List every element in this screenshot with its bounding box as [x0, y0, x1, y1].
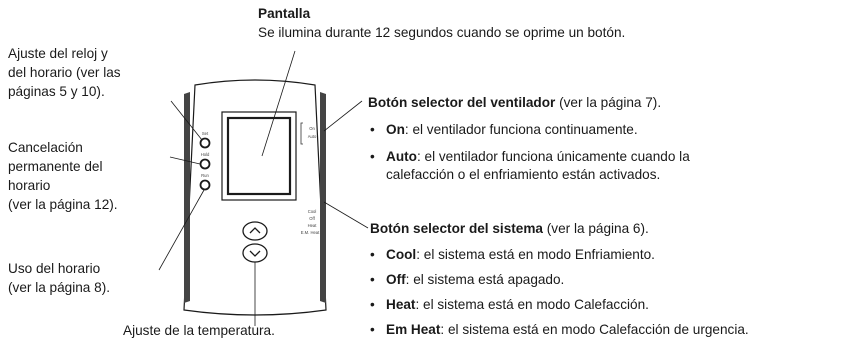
schedule-label-line1: Uso del horario — [8, 261, 101, 276]
fan-option-on-desc: : el ventilador funciona continuamente. — [404, 122, 638, 137]
system-heading: Botón selector del sistema (ver la págin… — [370, 219, 649, 238]
cancel-label-line3: horario — [8, 178, 51, 193]
schedule-label-line2: (ver la página 8). — [8, 280, 111, 295]
screen-display — [226, 116, 292, 196]
sys-heat-label: Heat — [308, 223, 318, 228]
chevron-up-icon — [249, 227, 261, 234]
system-option-cool-desc: : el sistema está en modo Enfriamiento. — [416, 247, 655, 262]
temp-down-button[interactable] — [242, 243, 268, 263]
fan-option-on-name: On — [386, 122, 405, 137]
system-callout-line — [323, 201, 369, 229]
system-option-cool-name: Cool — [386, 247, 417, 262]
cancel-callout-line — [169, 156, 201, 165]
fan-option-auto-continued: calefacción o el enfriamiento están acti… — [386, 167, 661, 182]
fan-on-label: On — [309, 126, 315, 131]
system-option-heat-name: Heat — [386, 297, 416, 312]
set-button[interactable] — [199, 137, 211, 149]
system-option-off-name: Off — [386, 272, 406, 287]
run-button-label: Run — [201, 173, 209, 178]
fan-option-on: On: el ventilador funciona continuamente… — [368, 120, 690, 139]
fan-callout-line — [323, 100, 363, 132]
system-heading-title: Botón selector del sistema — [370, 221, 543, 236]
screen-callout-line — [261, 50, 296, 157]
cancel-label-line4: (ver la página 12). — [8, 197, 118, 212]
cancel-label-line1: Cancelación — [8, 140, 83, 155]
right-side-strip — [320, 92, 326, 303]
fan-option-auto-name: Auto — [386, 149, 417, 164]
fan-heading-title: Botón selector del ventilador — [368, 95, 556, 110]
system-option-emheat-desc: : el sistema está en modo Calefacción de… — [440, 322, 749, 337]
fan-option-auto: Auto: el ventilador funciona únicamente … — [368, 147, 690, 166]
hold-button-label: Hold — [201, 152, 210, 157]
fan-switch-bracket — [300, 122, 303, 145]
clock-label-line3: páginas 5 y 10). — [8, 84, 105, 99]
fan-auto-label: Auto — [308, 134, 317, 139]
system-option-emheat-name: Em Heat — [386, 322, 441, 337]
clock-label-line2: del horario (ver las — [8, 65, 121, 80]
system-option-off: Off: el sistema está apagado. — [368, 270, 749, 289]
temp-up-button[interactable] — [242, 221, 268, 241]
schedule-callout-line — [158, 189, 205, 271]
clock-callout-line — [170, 100, 203, 141]
temp-label: Ajuste de la temperatura. — [123, 323, 275, 338]
cancel-label-line2: permanente del — [8, 159, 103, 174]
system-option-emheat: Em Heat: el sistema está en modo Calefac… — [368, 320, 749, 339]
system-option-heat: Heat: el sistema está en modo Calefacció… — [368, 295, 749, 314]
sys-cool-label: Cool — [308, 209, 317, 214]
fan-heading-ref: (ver la página 7). — [555, 95, 662, 110]
system-option-heat-desc: : el sistema está en modo Calefacción. — [415, 297, 649, 312]
left-side-strip — [184, 92, 190, 303]
sys-emheat-label: E.M. Heat — [301, 230, 320, 235]
set-button-label: Set — [202, 131, 209, 136]
fan-heading: Botón selector del ventilador (ver la pá… — [368, 93, 661, 112]
chevron-down-icon — [249, 250, 261, 257]
clock-label-line1: Ajuste del reloj y — [8, 46, 108, 61]
run-button[interactable] — [199, 179, 211, 191]
screen-description: Se ilumina durante 12 segundos cuando se… — [258, 25, 626, 40]
hold-button[interactable] — [199, 158, 211, 170]
system-option-cool: Cool: el sistema está en modo Enfriamien… — [368, 245, 749, 264]
screen-title: Pantalla — [258, 6, 311, 21]
system-options-list: Cool: el sistema está en modo Enfriamien… — [368, 245, 749, 339]
sys-off-label: Off — [309, 216, 315, 221]
fan-options-list: On: el ventilador funciona continuamente… — [368, 120, 690, 166]
system-heading-ref: (ver la página 6). — [543, 221, 649, 236]
fan-option-auto-desc: : el ventilador funciona únicamente cuan… — [416, 149, 690, 164]
system-option-off-desc: : el sistema está apagado. — [405, 272, 565, 287]
